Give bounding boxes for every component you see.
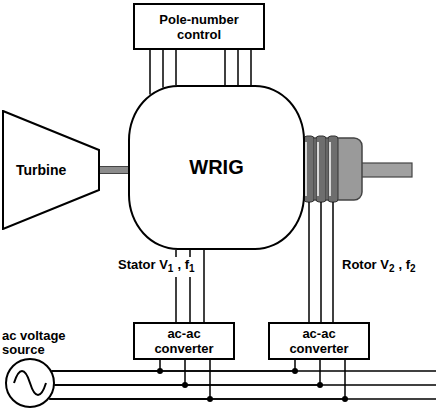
- sine-symbol: [14, 371, 46, 395]
- subscript: 1: [189, 263, 195, 274]
- sine-symbol: [7, 360, 53, 406]
- connector-line: [52, 360, 160, 371]
- quantity-text: Stator V: [118, 257, 168, 272]
- connector-line: [308, 202, 310, 322]
- wire: [321, 202, 322, 322]
- connector-line: [203, 250, 205, 322]
- wire: [49, 360, 345, 399]
- connector-line: [175, 50, 177, 85]
- drive-shaft: [98, 167, 128, 174]
- slip-ring: [304, 136, 314, 202]
- connector-line: [55, 360, 185, 385]
- wire: [225, 50, 226, 85]
- connector-line: [320, 202, 322, 322]
- wire: [204, 250, 205, 322]
- slip-ring: [316, 136, 326, 202]
- wire: [52, 360, 160, 371]
- wire: [55, 360, 185, 385]
- quantity-text: , f: [399, 257, 411, 272]
- converter-box: ac-ac converter: [268, 322, 370, 360]
- connector-line: [162, 50, 164, 88]
- wire: [163, 50, 164, 88]
- control-box: Pole-number control: [133, 3, 265, 50]
- connector-line: [250, 50, 252, 85]
- converter-box: ac-ac converter: [133, 322, 235, 360]
- connector-line: [55, 360, 320, 385]
- wire: [55, 360, 320, 385]
- node-text: ac-ac converter: [145, 326, 223, 356]
- source-circle: [5, 358, 55, 408]
- node-text: Turbine: [16, 162, 66, 178]
- node-text: ac-ac converter: [280, 326, 358, 356]
- wire: [333, 202, 334, 322]
- quantity-text: , f: [177, 257, 189, 272]
- ring-highlight: [317, 142, 319, 196]
- voltage-source: ac voltage source: [2, 329, 102, 410]
- wire: [49, 360, 210, 399]
- turbine-shape: Turbine: [2, 110, 100, 230]
- shaft-edge: [98, 167, 128, 174]
- wire: [238, 50, 239, 85]
- wire: [150, 50, 151, 94]
- ring-highlight: [305, 142, 307, 196]
- connector-line: [224, 50, 226, 85]
- wire: [176, 50, 177, 85]
- turbine-outline: [3, 111, 99, 229]
- connector-line: [237, 50, 239, 85]
- wire: [52, 360, 295, 371]
- subscript: 1: [168, 263, 174, 274]
- connector-line: [52, 360, 295, 371]
- quantity-text: Rotor V: [342, 257, 389, 272]
- wire: [251, 50, 252, 85]
- node-text: ac voltage source: [2, 329, 82, 357]
- rotor-label: Rotor V2, f2: [340, 257, 418, 277]
- ring-highlight: [329, 142, 331, 196]
- node-text: Pole-number control: [157, 12, 241, 42]
- generator-body: WRIG: [128, 85, 305, 250]
- slip-ring: [328, 136, 338, 202]
- node-text: WRIG: [189, 156, 243, 179]
- rotor-shaft: [360, 163, 412, 177]
- connector-line: [332, 202, 334, 322]
- connector-line: [149, 50, 151, 94]
- connector-line: [49, 360, 345, 399]
- subscript: 2: [389, 263, 395, 274]
- stator-label: Stator V1, f1: [116, 257, 197, 277]
- connector-line: [49, 360, 210, 399]
- subscript: 2: [410, 263, 416, 274]
- connector-line: [98, 167, 128, 174]
- wire: [309, 202, 310, 322]
